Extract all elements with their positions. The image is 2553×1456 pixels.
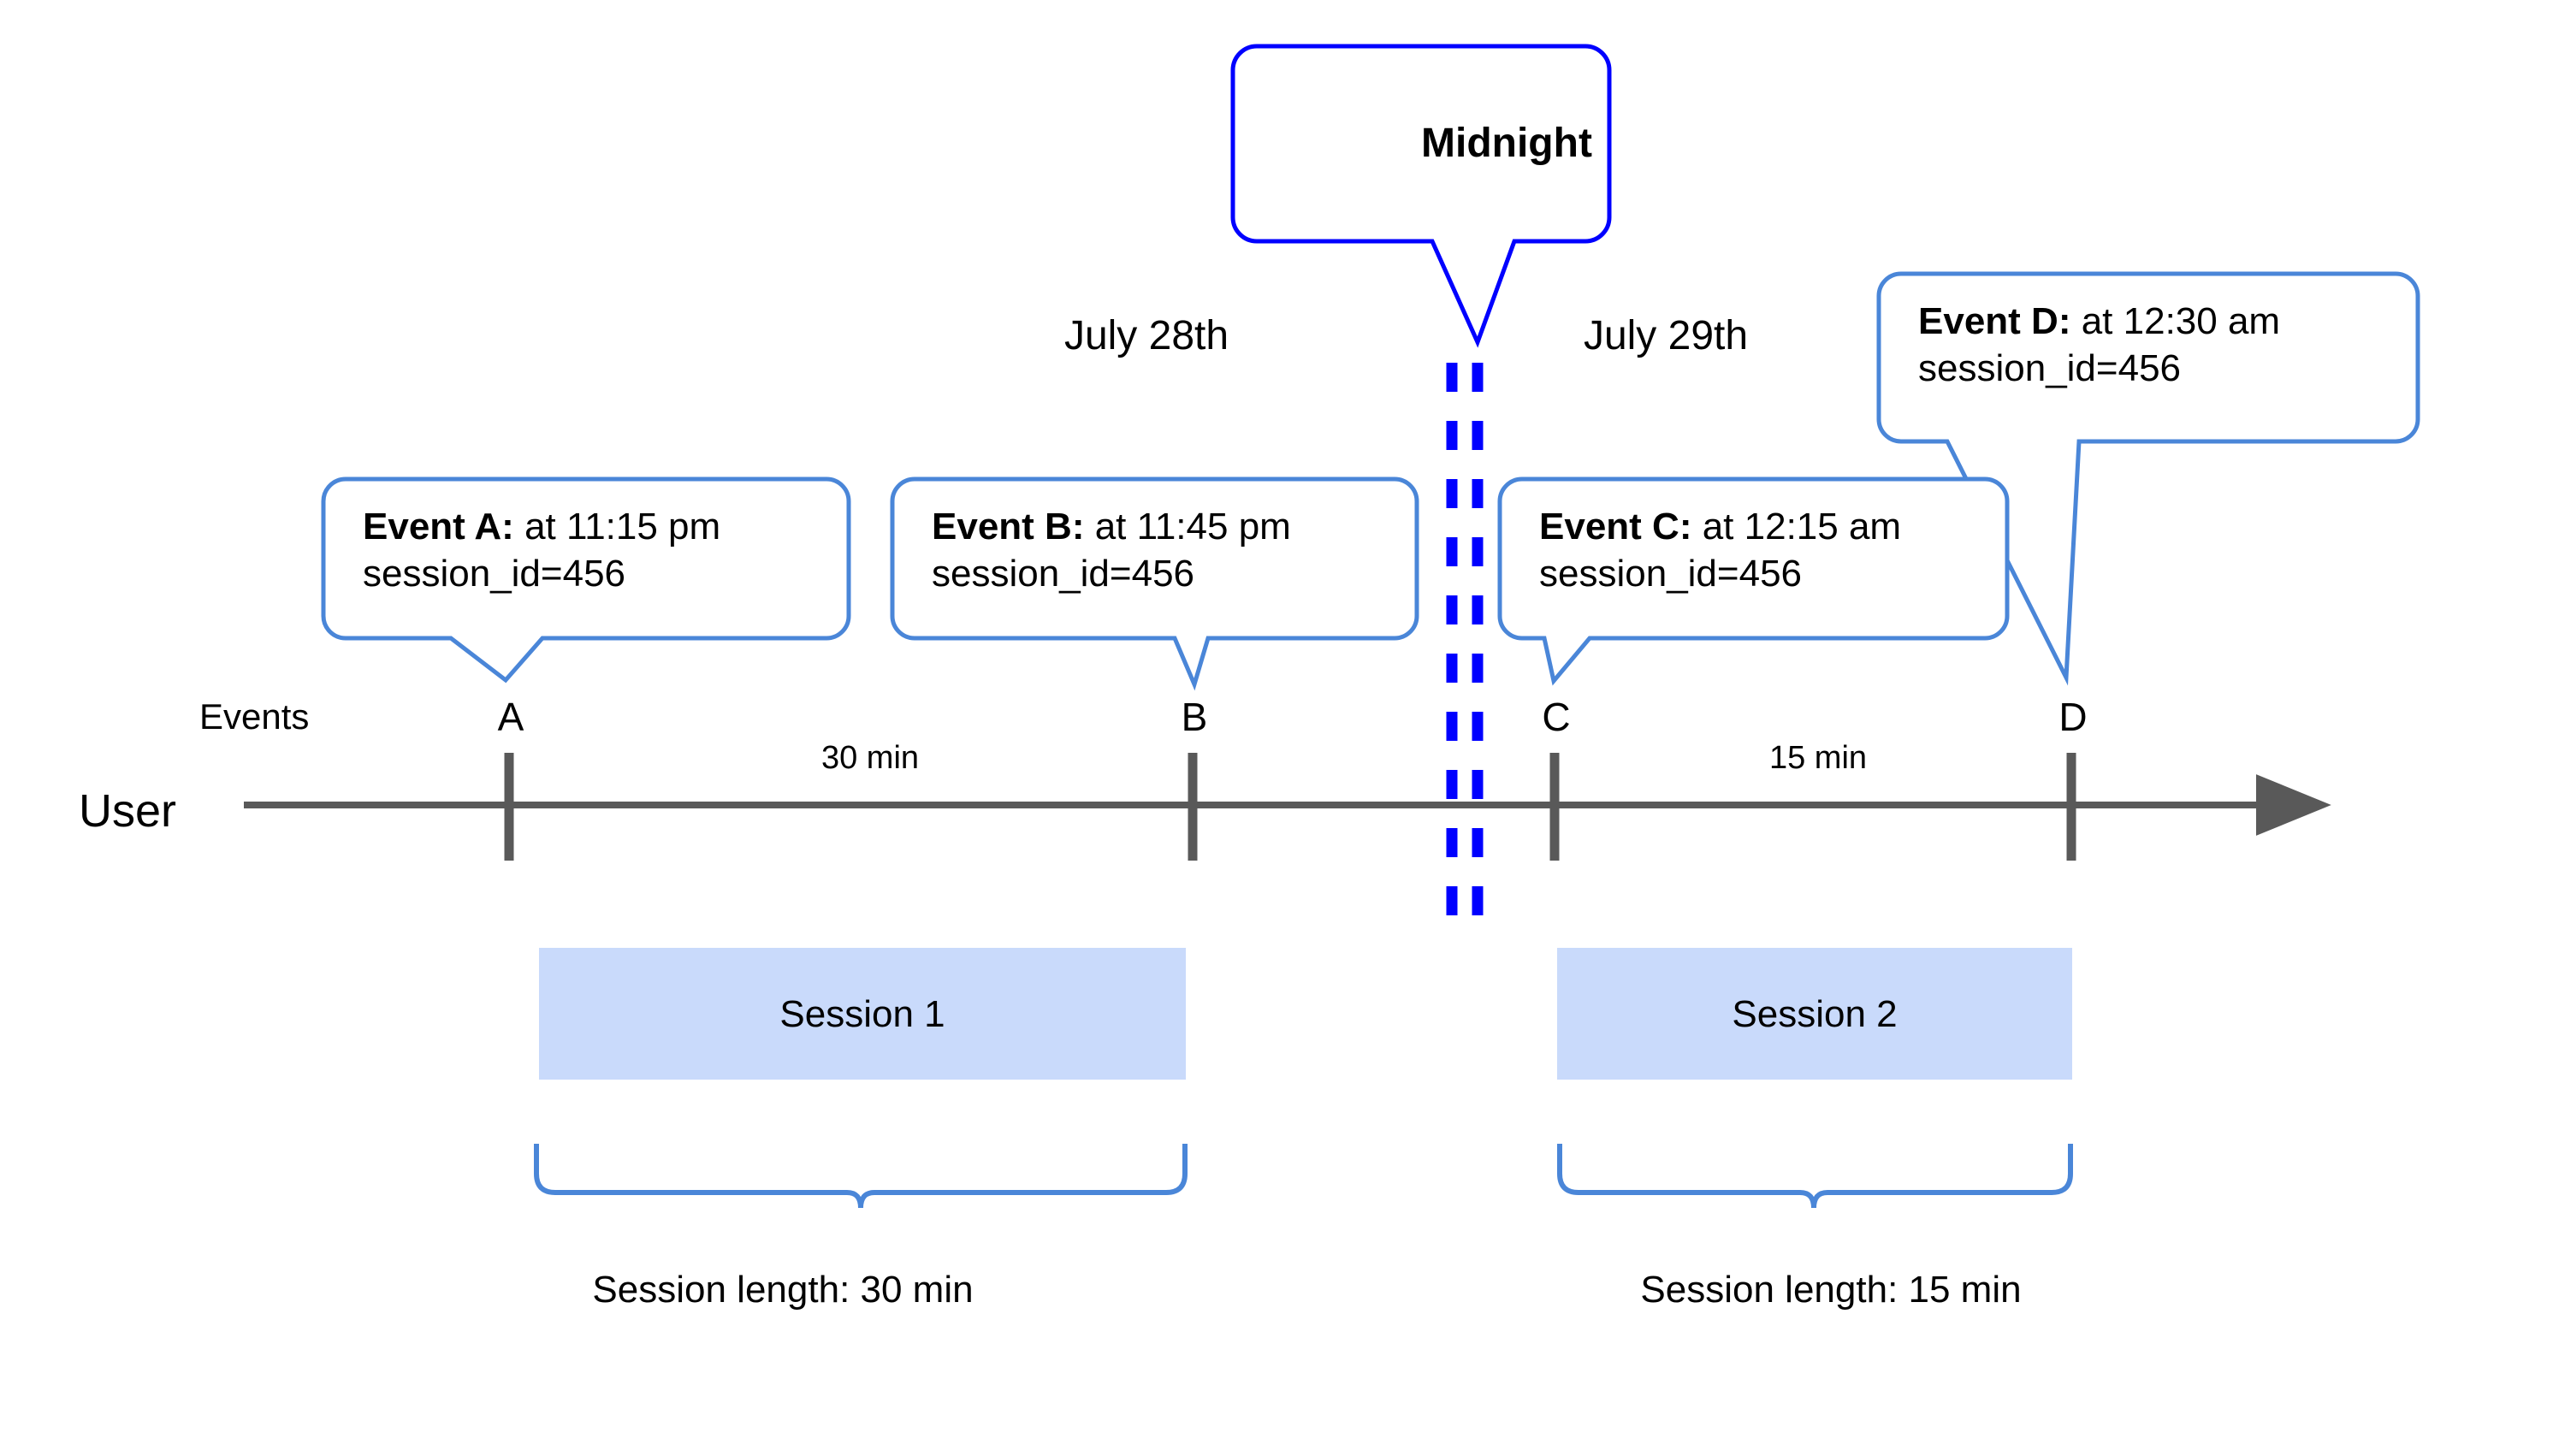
event-c-title: Event C: <box>1539 506 1692 547</box>
event-d-detail: at 12:30 am <box>2070 300 2281 342</box>
session-1-label: Session 1 <box>779 993 945 1035</box>
date-label-july-29: July 29th <box>1583 313 1749 358</box>
event-b-title: Event B: <box>932 506 1085 547</box>
session-1-brace <box>534 1144 1188 1209</box>
midnight-callout-shape <box>1230 44 1612 348</box>
event-c-callout-shape <box>1497 476 2010 686</box>
event-a-detail: at 11:15 pm <box>513 506 721 547</box>
event-b-meta: session_id=456 <box>932 553 1195 595</box>
tick-label-a: A <box>497 695 524 739</box>
event-a-callout-shape <box>321 476 851 684</box>
event-d-callout-text: Event D: at 12:30 am session_id=456 <box>1918 298 2280 392</box>
tick-label-c: C <box>1542 695 1571 739</box>
event-b-callout-text: Event B: at 11:45 pm session_id=456 <box>932 503 1291 597</box>
session-1-length-label: Session length: 30 min <box>592 1269 974 1311</box>
event-a-meta: session_id=456 <box>363 553 626 595</box>
midnight-label: Midnight <box>1421 121 1592 166</box>
timeline-axis <box>244 753 2331 861</box>
event-c-meta: session_id=456 <box>1539 553 1803 595</box>
event-b-detail: at 11:45 pm <box>1084 506 1291 547</box>
row-label-events: Events <box>199 696 310 737</box>
midnight-dashed-lines <box>1446 363 1484 932</box>
row-label-user: User <box>79 785 177 837</box>
tick-label-b: B <box>1181 695 1208 739</box>
event-a-title: Event A: <box>363 506 514 547</box>
session-2-bar <box>1557 948 2072 1080</box>
event-d-title: Event D: <box>1918 300 2071 342</box>
event-d-callout-shape <box>1876 271 2420 686</box>
date-label-july-28: July 28th <box>1063 313 1229 358</box>
event-c-callout-text: Event C: at 12:15 am session_id=456 <box>1539 503 1901 597</box>
event-a-callout-text: Event A: at 11:15 pm session_id=456 <box>363 503 720 597</box>
gap-label-15-min: 15 min <box>1768 740 1868 776</box>
gap-label-30-min: 30 min <box>820 740 920 776</box>
session-2-brace <box>1557 1144 2073 1209</box>
session-2-length-label: Session length: 15 min <box>1640 1269 2022 1311</box>
event-b-callout-shape <box>890 476 1419 691</box>
session-2-label: Session 2 <box>1732 993 1898 1035</box>
tick-label-d: D <box>2058 695 2088 739</box>
event-c-detail: at 12:15 am <box>1691 506 1902 547</box>
session-1-bar <box>539 948 1186 1080</box>
event-d-meta: session_id=456 <box>1918 347 2182 389</box>
